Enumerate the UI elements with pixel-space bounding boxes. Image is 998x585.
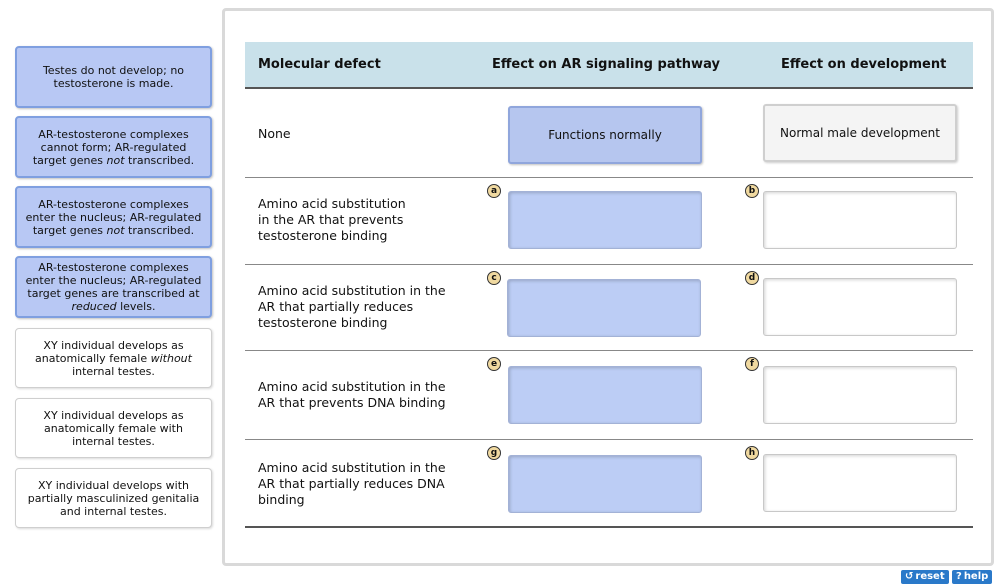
label-text: XY individual develops as anatomically f… xyxy=(43,408,184,448)
label-1[interactable]: Testes do not develop; no testosterone i… xyxy=(15,46,212,108)
pathway-drop-target-c[interactable] xyxy=(507,279,701,337)
defect-text: Amino acid substitution in the AR that p… xyxy=(258,283,446,330)
development-filled-label[interactable]: Normal male development xyxy=(763,104,957,162)
development-drop-target-d[interactable] xyxy=(763,278,957,336)
badge-e: e xyxy=(487,357,501,371)
help-icon: ? xyxy=(956,571,962,582)
pathway-filled-label[interactable]: Functions normally xyxy=(508,106,702,164)
development-drop-target-h[interactable] xyxy=(763,454,957,512)
label-text: XY individual develops as anatomically f… xyxy=(35,338,192,378)
label-2[interactable]: AR-testosterone complexes cannot form; A… xyxy=(15,116,212,178)
defect-text: Amino acid substitution in the AR that p… xyxy=(258,379,446,410)
label-5[interactable]: XY individual develops as anatomically f… xyxy=(15,328,212,388)
reset-button[interactable]: ↺reset xyxy=(901,570,949,584)
header-pathway: Effect on AR signaling pathway xyxy=(492,57,720,72)
row-divider xyxy=(245,350,973,351)
development-drop-target-b[interactable] xyxy=(763,191,957,249)
header-molecular-defect: Molecular defect xyxy=(258,57,381,72)
help-button[interactable]: ?help xyxy=(952,570,993,584)
pathway-drop-target-a[interactable] xyxy=(508,191,702,249)
row-divider xyxy=(245,439,973,440)
label-text: Testes do not develop; no testosterone i… xyxy=(42,64,185,90)
row-divider xyxy=(245,177,973,178)
header-development: Effect on development xyxy=(781,57,947,72)
development-value: Normal male development xyxy=(780,126,940,140)
help-label: help xyxy=(963,571,989,582)
reset-label: reset xyxy=(915,571,945,582)
badge-f: f xyxy=(745,357,759,371)
reset-icon: ↺ xyxy=(905,571,914,582)
label-7[interactable]: XY individual develops with partially ma… xyxy=(15,468,212,528)
pathway-drop-target-e[interactable] xyxy=(508,366,702,424)
label-text: AR-testosterone complexes cannot form; A… xyxy=(32,127,195,167)
label-3[interactable]: AR-testosterone complexes enter the nucl… xyxy=(15,186,212,248)
defect-text: Amino acid substitution in the AR that p… xyxy=(258,196,406,243)
pathway-drop-target-g[interactable] xyxy=(508,455,702,513)
pathway-value: Functions normally xyxy=(548,128,662,142)
label-6[interactable]: XY individual develops as anatomically f… xyxy=(15,398,212,458)
table-bottom-border xyxy=(245,526,973,528)
badge-a: a xyxy=(487,184,501,198)
defect-text: Amino acid substitution in the AR that p… xyxy=(258,460,446,507)
badge-d: d xyxy=(745,271,759,285)
label-text: AR-testosterone complexes enter the nucl… xyxy=(25,261,202,313)
defect-text: None xyxy=(258,126,291,141)
table-header: Molecular defect Effect on AR signaling … xyxy=(245,42,973,89)
label-text: AR-testosterone complexes enter the nucl… xyxy=(25,197,202,237)
label-4[interactable]: AR-testosterone complexes enter the nucl… xyxy=(15,256,212,318)
badge-h: h xyxy=(745,446,759,460)
label-text: XY individual develops with partially ma… xyxy=(27,478,200,518)
badge-c: c xyxy=(487,271,501,285)
badge-b: b xyxy=(745,184,759,198)
badge-g: g xyxy=(487,446,501,460)
development-drop-target-f[interactable] xyxy=(763,366,957,424)
row-divider xyxy=(245,264,973,265)
